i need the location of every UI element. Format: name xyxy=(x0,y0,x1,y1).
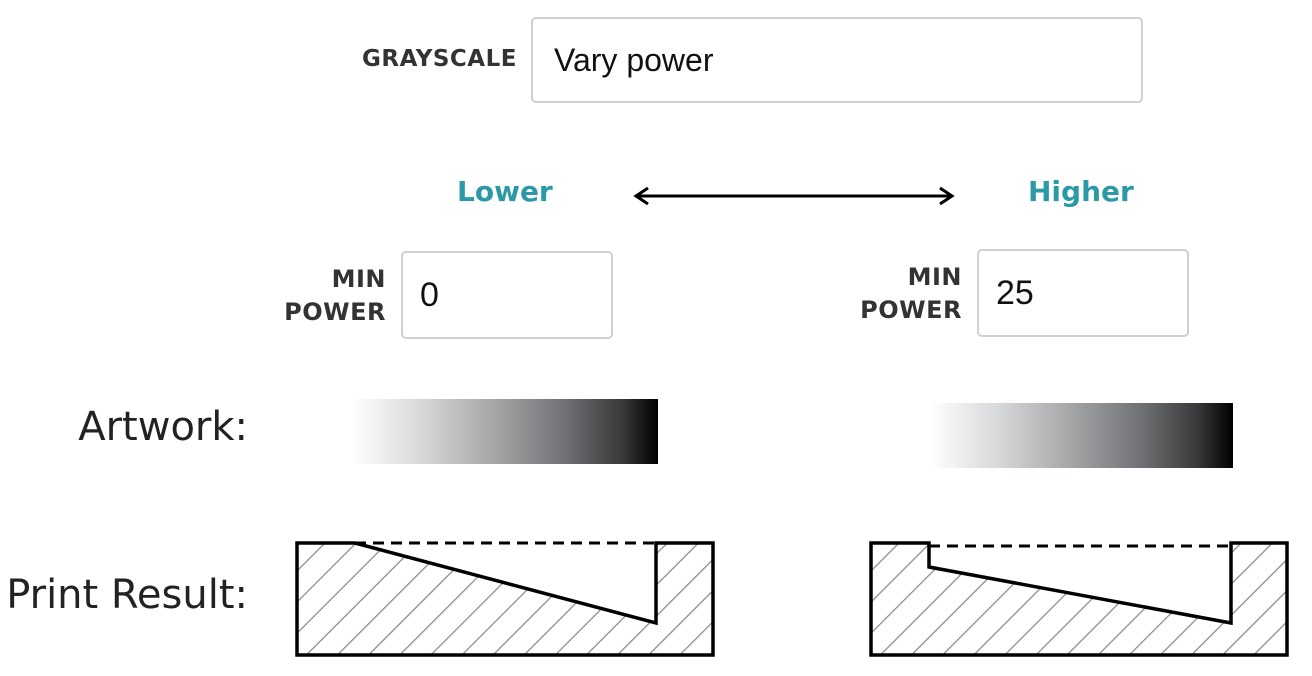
double-headed-arrow-icon xyxy=(633,186,955,206)
grayscale-label: GRAYSCALE xyxy=(362,46,517,72)
right-min-power-label-line1: MIN xyxy=(907,263,962,291)
right-min-power-label: MIN POWER xyxy=(846,261,962,327)
grayscale-mode-field[interactable]: Vary power xyxy=(531,17,1143,103)
left-min-power-field[interactable]: 0 xyxy=(401,251,613,339)
right-material-outline xyxy=(869,541,1289,657)
left-min-power-label: MIN POWER xyxy=(270,263,386,329)
left-artwork-gradient xyxy=(352,399,658,464)
print-result-label: Print Result: xyxy=(6,572,248,618)
right-print-result-diagram xyxy=(869,541,1289,657)
left-min-power-label-line1: MIN xyxy=(331,265,386,293)
right-min-power-field[interactable]: 25 xyxy=(977,249,1189,337)
left-min-power-value: 0 xyxy=(420,275,439,314)
artwork-label: Artwork: xyxy=(78,404,248,450)
grayscale-mode-value: Vary power xyxy=(554,41,714,78)
right-artwork-gradient xyxy=(930,403,1233,468)
left-engraved-material xyxy=(297,543,713,655)
right-min-power-label-line2: POWER xyxy=(860,296,962,324)
higher-label: Higher xyxy=(1028,175,1134,208)
right-min-power-value: 25 xyxy=(996,273,1034,312)
lower-label: Lower xyxy=(457,175,553,208)
right-engraved-material xyxy=(871,543,1287,655)
left-print-result-diagram xyxy=(295,541,715,657)
left-material-outline xyxy=(295,541,715,657)
left-min-power-label-line2: POWER xyxy=(284,298,386,326)
